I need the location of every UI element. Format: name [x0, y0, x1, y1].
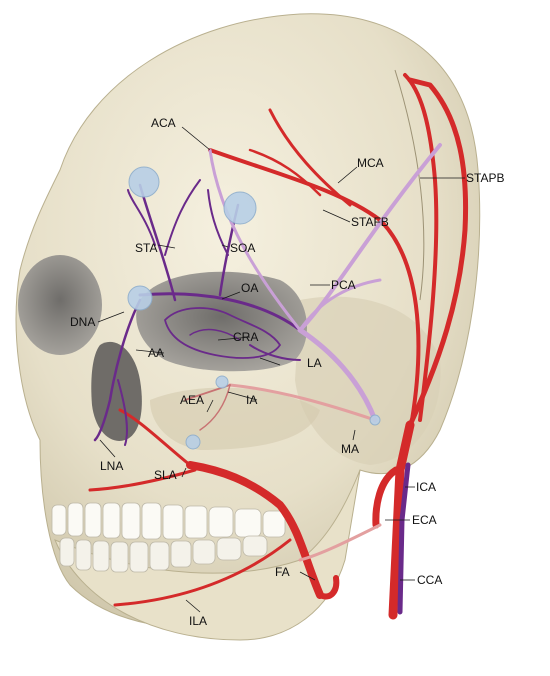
stafb-branch: [268, 108, 352, 207]
left-orbit: [18, 255, 102, 355]
stapb-branch-2: [403, 73, 439, 422]
label-la: LA: [307, 356, 322, 370]
label-fa: FA: [275, 565, 290, 579]
fa-artery: [186, 461, 324, 599]
lower-teeth: [59, 535, 268, 573]
sta-branch-2: [164, 179, 201, 256]
zygomatic-shadow: [150, 387, 320, 450]
pca-artery: [298, 278, 382, 332]
label-cra: CRA: [233, 330, 258, 344]
label-oa: OA: [241, 281, 258, 295]
label-ia: IA: [246, 393, 257, 407]
upper-teeth: [51, 502, 286, 540]
label-cca: CCA: [417, 573, 442, 587]
skull: [15, 13, 481, 641]
ma-artery: [228, 383, 377, 422]
cra-inner: [189, 328, 241, 341]
aea-artery: [199, 384, 231, 431]
ma-light: [297, 327, 378, 423]
fa-loop: [317, 575, 340, 600]
eca-side: [298, 523, 382, 562]
label-soa: SOA: [230, 241, 255, 255]
label-stafb: STAFB: [351, 215, 389, 229]
oa-artery: [138, 292, 302, 332]
label-sla: SLA: [154, 468, 177, 482]
anastomosis-spots: [127, 166, 381, 450]
label-ica: ICA: [416, 480, 436, 494]
dna-artery: [93, 298, 142, 442]
stapb-artery: [407, 77, 469, 428]
label-aa: AA: [148, 346, 164, 360]
label-ma: MA: [341, 442, 359, 456]
ila-artery: [113, 538, 292, 607]
label-dna: DNA: [70, 315, 95, 329]
temporal-shadow: [295, 296, 441, 465]
label-ila: ILA: [189, 614, 207, 628]
coronal-suture: [394, 69, 425, 301]
label-stapb: STAPB: [466, 171, 504, 185]
label-aea: AEA: [180, 393, 204, 407]
mandible: [54, 469, 361, 641]
sta-branch-1: [127, 189, 156, 246]
leader-lines: [97, 126, 465, 613]
cca-artery: [388, 420, 415, 620]
label-mca: MCA: [357, 156, 384, 170]
labels: ACA MCA STAPB STAFB STA SOA PCA OA DNA C…: [70, 116, 504, 628]
cra-loop: [164, 307, 281, 359]
label-eca: ECA: [412, 513, 437, 527]
eca-artery: [372, 466, 400, 529]
label-lna: LNA: [100, 459, 123, 473]
label-sta: STA: [135, 241, 157, 255]
aca-artery: [208, 148, 302, 332]
la-artery: [249, 344, 301, 361]
label-aca: ACA: [151, 116, 176, 130]
stafb-branch-b: [248, 148, 322, 197]
lna-artery: [117, 379, 128, 446]
right-orbit: [136, 271, 307, 372]
arteries: [88, 73, 469, 620]
soa-branch: [207, 189, 229, 256]
label-pca: PCA: [331, 278, 356, 292]
